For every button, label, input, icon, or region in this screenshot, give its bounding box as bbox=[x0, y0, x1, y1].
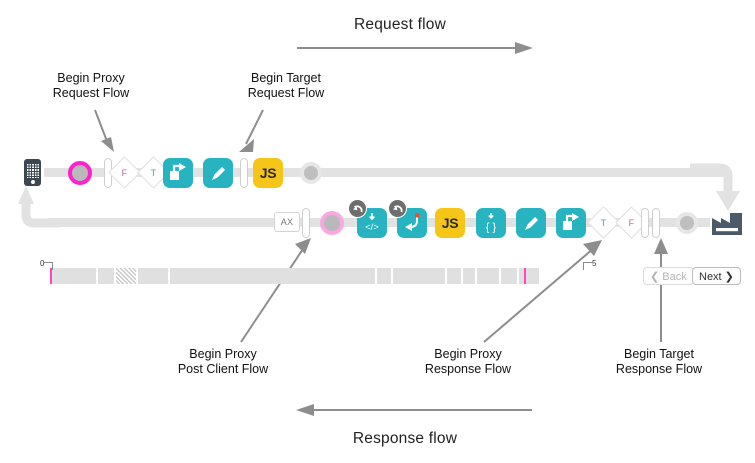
route-icon bbox=[170, 163, 186, 180]
response-end-marker[interactable] bbox=[676, 212, 698, 234]
timeline-segment[interactable] bbox=[377, 268, 391, 284]
condition-false-diamond[interactable]: F bbox=[615, 206, 648, 239]
route-policy[interactable] bbox=[556, 208, 586, 238]
timeline-segment[interactable] bbox=[170, 268, 375, 284]
client-device-icon[interactable] bbox=[24, 159, 41, 186]
request-to-target-arrow bbox=[690, 163, 740, 211]
flow-start-marker[interactable] bbox=[68, 161, 92, 185]
svg-text:</>: </> bbox=[365, 222, 379, 233]
timeline-right-bracket bbox=[583, 262, 593, 270]
callout-begin-proxy-response: Begin Proxy Response Flow bbox=[395, 347, 541, 377]
javascript-policy-response[interactable]: JS bbox=[435, 208, 465, 238]
post-client-flow-marker[interactable] bbox=[320, 211, 344, 235]
route-icon bbox=[563, 213, 579, 230]
response-badge-icon bbox=[348, 199, 367, 218]
timeline-marker[interactable] bbox=[524, 268, 526, 284]
pencil-icon bbox=[211, 166, 225, 180]
response-flow-arrow bbox=[296, 404, 532, 416]
callout-begin-target-request: Begin Target Request Flow bbox=[215, 71, 357, 101]
callout-begin-target-request-line2: Request Flow bbox=[247, 86, 325, 100]
proxy-response-flow-pill[interactable] bbox=[641, 208, 649, 238]
condition-true-diamond[interactable]: T bbox=[587, 206, 620, 239]
braces-icon: { } bbox=[486, 213, 497, 234]
timeline-track[interactable] bbox=[50, 268, 539, 286]
callout-begin-target-response-line2: Response Flow bbox=[615, 362, 703, 376]
callout-begin-target-response: Begin Target Response Flow bbox=[586, 347, 732, 377]
analytics-node[interactable]: AX bbox=[274, 212, 300, 232]
callout-begin-proxy-post-client-line2: Post Client Flow bbox=[177, 362, 269, 376]
condition-false-label: F bbox=[628, 217, 635, 228]
timeline-segment[interactable] bbox=[463, 268, 475, 284]
analytics-node-label: AX bbox=[274, 212, 300, 232]
callout-begin-proxy-request-line2: Request Flow bbox=[52, 86, 130, 100]
javascript-policy-label: JS bbox=[435, 208, 465, 238]
condition-true-label: T bbox=[600, 217, 607, 228]
condition-false-diamond[interactable]: F bbox=[108, 156, 141, 189]
request-flow-track bbox=[44, 168, 728, 177]
callout-begin-proxy-response-line1: Begin Proxy bbox=[434, 347, 502, 361]
timeline-segment[interactable] bbox=[98, 268, 114, 284]
json-policy[interactable]: { } bbox=[476, 208, 506, 238]
callout-begin-proxy-request: Begin Proxy Request Flow bbox=[20, 71, 162, 101]
target-response-flow-pill[interactable] bbox=[652, 208, 660, 238]
response-to-client-arrow bbox=[18, 186, 62, 228]
timeline-segment[interactable] bbox=[447, 268, 461, 284]
callout-begin-proxy-request-line1: Begin Proxy bbox=[57, 71, 125, 85]
request-flow-arrow bbox=[297, 42, 533, 54]
route-policy[interactable] bbox=[163, 158, 193, 188]
svg-text:{ }: { } bbox=[486, 222, 497, 234]
timeline-segment[interactable] bbox=[519, 268, 539, 284]
timeline-right-tick: 5 bbox=[592, 259, 597, 268]
assign-message-policy[interactable] bbox=[203, 158, 233, 188]
callout-begin-proxy-post-client: Begin Proxy Post Client Flow bbox=[150, 347, 296, 377]
post-client-flow-pill[interactable] bbox=[302, 208, 310, 238]
target-server-icon[interactable] bbox=[712, 209, 742, 235]
fault-arrow-icon bbox=[405, 213, 420, 231]
assign-message-policy[interactable] bbox=[516, 208, 546, 238]
timeline-segment[interactable] bbox=[393, 268, 445, 284]
javascript-policy-label: JS bbox=[253, 158, 283, 188]
target-request-flow-pill[interactable] bbox=[240, 158, 248, 188]
callout-arrow-begin-proxy-request bbox=[94, 109, 114, 152]
timeline-left-tick: 0 bbox=[40, 259, 45, 268]
callout-begin-proxy-response-line2: Response Flow bbox=[424, 362, 512, 376]
extract-variables-policy[interactable]: </> bbox=[348, 199, 387, 238]
timeline-segment[interactable] bbox=[116, 268, 136, 284]
factory-icon bbox=[712, 213, 742, 235]
callout-arrow-begin-target-response bbox=[654, 238, 668, 342]
back-button[interactable]: ❮ Back bbox=[643, 267, 694, 285]
condition-true-label: T bbox=[150, 167, 157, 178]
raise-fault-policy[interactable] bbox=[388, 199, 427, 238]
timeline-segment[interactable] bbox=[138, 268, 168, 284]
javascript-policy-request[interactable]: JS bbox=[253, 158, 283, 188]
condition-false-label: F bbox=[121, 167, 128, 178]
next-button[interactable]: Next ❯ bbox=[692, 267, 741, 285]
callout-begin-target-request-line1: Begin Target bbox=[251, 71, 321, 85]
condition-true-diamond[interactable]: T bbox=[137, 156, 170, 189]
timeline-segment[interactable] bbox=[477, 268, 499, 284]
response-flow-title: Response flow bbox=[352, 430, 458, 447]
timeline-segment[interactable] bbox=[501, 268, 517, 284]
pencil-icon bbox=[524, 216, 538, 230]
timeline-segment[interactable] bbox=[50, 268, 96, 284]
callout-begin-target-response-line1: Begin Target bbox=[624, 347, 694, 361]
timeline-marker[interactable] bbox=[50, 268, 52, 284]
response-badge-icon bbox=[388, 199, 407, 218]
callout-arrow-begin-target-request bbox=[239, 109, 264, 152]
callout-begin-proxy-post-client-line1: Begin Proxy bbox=[189, 347, 257, 361]
flow-end-marker[interactable] bbox=[300, 162, 322, 184]
callout-arrow-begin-proxy-response bbox=[483, 240, 602, 343]
timeline-left-bracket bbox=[44, 262, 53, 270]
code-icon: </> bbox=[365, 213, 379, 233]
request-flow-title: Request flow bbox=[353, 16, 446, 33]
callout-arrow-begin-proxy-post-client bbox=[240, 238, 311, 343]
